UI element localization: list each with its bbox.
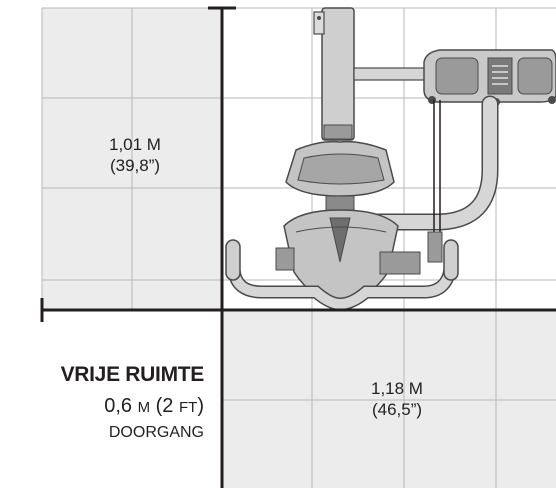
clearance-imperial-close: ): [197, 395, 204, 417]
bottom-zone-imperial-label: (46,5”): [371, 400, 423, 419]
clearance-subtitle: DOORGANG: [108, 424, 204, 441]
top-zone-metric-label: 1,01 M: [109, 135, 161, 154]
bottom-zone-metric-label: 1,18 M: [371, 379, 423, 398]
clearance-imperial-unit: FT: [179, 399, 198, 416]
clearance-value-number: 0,6: [104, 395, 133, 417]
clearance-title: VRIJE RUIMTE: [60, 363, 205, 386]
clearance-imperial-open: (2: [155, 395, 174, 417]
grid-zone-bottom-right: [222, 310, 556, 488]
dimension-axes: [40, 6, 556, 488]
clearance-value-unit: M: [137, 399, 151, 416]
grid-lines: [41, 7, 556, 488]
clearance-value: 0,6 M (2 FT): [4, 396, 204, 416]
bottom-zone-dimension: 1,18 M (46,5”): [322, 380, 472, 418]
equipment-illustration: [225, 7, 556, 311]
top-zone-imperial-label: (39,8”): [109, 156, 161, 175]
top-zone-dimension: 1,01 M (39,8”): [60, 136, 210, 174]
